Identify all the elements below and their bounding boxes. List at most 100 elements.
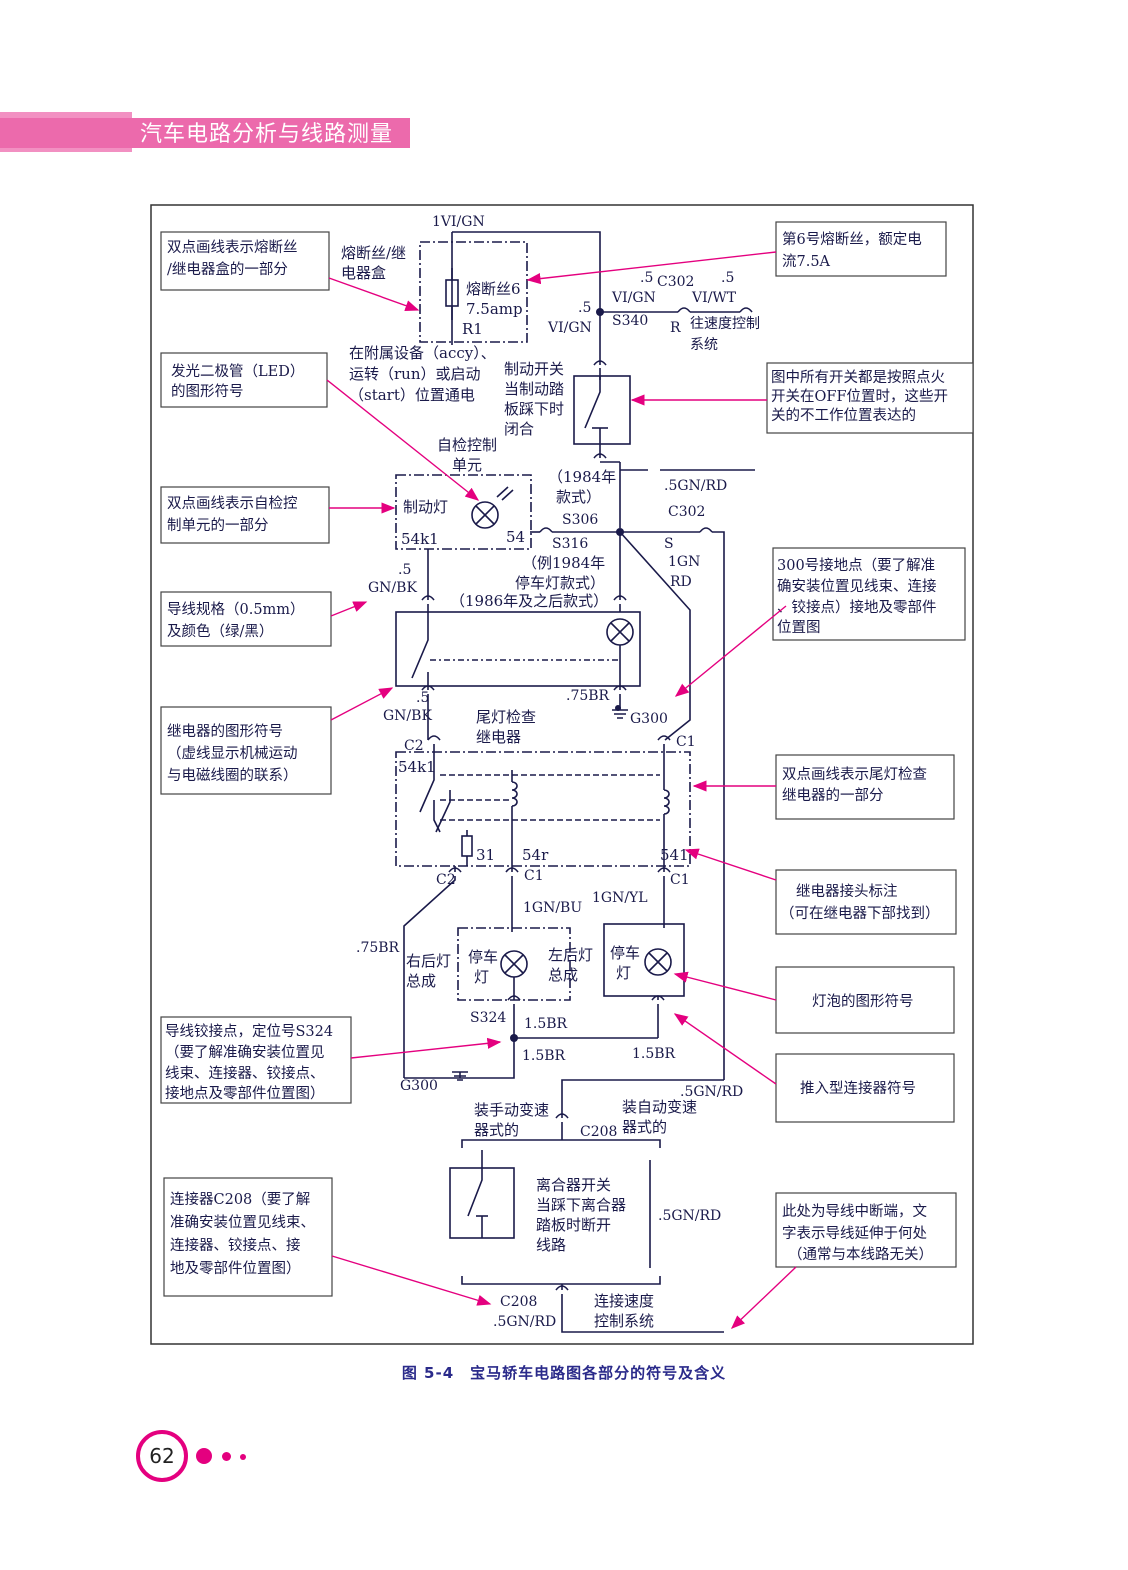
svg-text:C208: C208 — [580, 1124, 617, 1140]
svg-text:（通常与本线路无关）: （通常与本线路无关） — [788, 1246, 933, 1263]
svg-text:导线规格（0.5mm）: 导线规格（0.5mm） — [167, 601, 305, 618]
svg-text:继电器的图形符号: 继电器的图形符号 — [167, 723, 283, 740]
figure-caption: 图 5-4 宝马轿车电路图各部分的符号及含义 — [401, 1364, 727, 1382]
svg-text:与电磁线圈的联系）: 与电磁线圈的联系） — [167, 767, 298, 784]
svg-text:（虚线显示机械运动: （虚线显示机械运动 — [167, 745, 298, 762]
svg-text:制动开关: 制动开关 — [504, 360, 564, 378]
svg-text:双点画线表示尾灯检查: 双点画线表示尾灯检查 — [782, 766, 927, 783]
svg-text:54r: 54r — [522, 846, 549, 864]
svg-text:C1: C1 — [524, 868, 544, 884]
svg-text:关的不工作位置表达的: 关的不工作位置表达的 — [771, 407, 916, 424]
svg-text:双点画线表示自检控: 双点画线表示自检控 — [167, 495, 298, 512]
svg-text:右后灯: 右后灯 — [406, 952, 451, 970]
svg-text:（要了解准确安装位置见: （要了解准确安装位置见 — [165, 1044, 325, 1061]
svg-text:S324: S324 — [470, 1010, 506, 1026]
svg-text:.5GN/RD: .5GN/RD — [493, 1314, 556, 1330]
svg-text:在附属设备（accy）、: 在附属设备（accy）、 — [349, 344, 496, 362]
svg-text:准确安装位置见线束、: 准确安装位置见线束、 — [170, 1214, 315, 1231]
svg-text:.5GN/RD: .5GN/RD — [658, 1208, 721, 1224]
svg-text:流7.5A: 流7.5A — [782, 253, 831, 270]
page-dot-medium — [222, 1452, 231, 1461]
svg-text:S340: S340 — [612, 313, 648, 329]
svg-text:C1: C1 — [676, 734, 696, 750]
svg-text:器式的: 器式的 — [474, 1121, 519, 1139]
svg-text:第6号熔断丝，额定电: 第6号熔断丝，额定电 — [782, 230, 922, 248]
svg-text:R: R — [670, 320, 681, 336]
svg-text:54: 54 — [506, 528, 525, 546]
svg-text:VI/GN: VI/GN — [547, 320, 592, 336]
svg-text:541: 541 — [660, 846, 689, 864]
svg-text:控制系统: 控制系统 — [594, 1312, 654, 1330]
svg-text:左后灯: 左后灯 — [548, 946, 593, 964]
svg-text:灯泡的图形符号: 灯泡的图形符号 — [812, 993, 914, 1010]
svg-text:RD: RD — [670, 574, 692, 590]
svg-text:尾灯检查: 尾灯检查 — [476, 708, 536, 726]
annotation-boxes — [160, 221, 974, 1297]
svg-text:运转（run）或启动: 运转（run）或启动 — [349, 365, 481, 383]
svg-text:.5: .5 — [416, 690, 429, 706]
svg-text:板踩下时: 板踩下时 — [504, 400, 564, 418]
svg-text:300号接地点（要了解准: 300号接地点（要了解准 — [777, 557, 935, 574]
diagram-frame — [150, 204, 974, 1345]
svg-text:导线铰接点，定位号S324: 导线铰接点，定位号S324 — [165, 1022, 333, 1040]
svg-text:（start）位置通电: （start）位置通电 — [349, 386, 475, 404]
svg-text:装自动变速: 装自动变速 — [622, 1098, 697, 1116]
svg-text:踏板时断开: 踏板时断开 — [536, 1216, 611, 1234]
svg-text:.5GN/RD: .5GN/RD — [680, 1084, 743, 1100]
svg-text:制动灯: 制动灯 — [403, 498, 448, 516]
circuit-wires — [395, 231, 755, 1333]
svg-text:字表示导线延伸于何处: 字表示导线延伸于何处 — [782, 1225, 927, 1242]
svg-text:推入型连接器符号: 推入型连接器符号 — [800, 1080, 916, 1097]
svg-text:54k1: 54k1 — [401, 530, 439, 548]
svg-text:的图形符号: 的图形符号 — [171, 383, 244, 400]
svg-text:C1: C1 — [670, 872, 690, 888]
svg-text:1GN/BU: 1GN/BU — [523, 900, 582, 916]
svg-text:/继电器盒的一部分: /继电器盒的一部分 — [167, 261, 288, 278]
svg-text:线束、连接器、铰接点、: 线束、连接器、铰接点、 — [165, 1064, 325, 1082]
svg-text:款式）: 款式） — [556, 488, 601, 506]
svg-text:31: 31 — [476, 846, 495, 864]
svg-text:C2: C2 — [436, 872, 456, 888]
svg-text:1.5BR: 1.5BR — [522, 1048, 566, 1064]
svg-text:.75BR: .75BR — [356, 940, 400, 956]
svg-text:双点画线表示熔断丝: 双点画线表示熔断丝 — [167, 239, 298, 256]
svg-text:单元: 单元 — [452, 456, 482, 474]
page-number: 62 — [136, 1430, 188, 1482]
svg-text:VI/WT: VI/WT — [691, 290, 737, 306]
svg-text:S: S — [664, 536, 674, 552]
svg-text:当制动踏: 当制动踏 — [504, 380, 564, 398]
svg-text:.5: .5 — [578, 300, 591, 316]
svg-text:.75BR: .75BR — [566, 688, 610, 704]
svg-text:确安装位置见线束、连接: 确安装位置见线束、连接 — [777, 578, 937, 595]
svg-text:.5: .5 — [721, 270, 734, 286]
page-dot-small — [240, 1454, 246, 1460]
svg-text:图中所有开关都是按照点火: 图中所有开关都是按照点火 — [771, 369, 945, 386]
svg-text:灯: 灯 — [616, 964, 631, 982]
svg-text:S306: S306 — [562, 512, 598, 528]
svg-text:1GN: 1GN — [668, 554, 700, 570]
svg-text:继电器接头标注: 继电器接头标注 — [796, 883, 898, 900]
svg-text:线路: 线路 — [536, 1236, 566, 1254]
svg-text:（1984年: （1984年 — [548, 468, 616, 486]
svg-text:连接速度: 连接速度 — [594, 1292, 654, 1310]
svg-text:7.5amp: 7.5amp — [466, 300, 523, 318]
svg-text:此处为导线中断端，文: 此处为导线中断端，文 — [782, 1203, 927, 1220]
svg-text:熔断丝/继: 熔断丝/继 — [341, 244, 406, 262]
page-dot-large — [196, 1448, 212, 1464]
svg-text:G300: G300 — [630, 711, 668, 727]
svg-text:往速度控制: 往速度控制 — [690, 316, 760, 332]
header-bar — [0, 118, 410, 148]
svg-text:制单元的一部分: 制单元的一部分 — [167, 517, 269, 534]
svg-text:系统: 系统 — [690, 337, 718, 353]
svg-text:停车: 停车 — [468, 948, 498, 966]
svg-text:接地点及零部件位置图）: 接地点及零部件位置图） — [165, 1085, 325, 1102]
svg-text:R1: R1 — [462, 320, 483, 338]
svg-text:灯: 灯 — [474, 968, 489, 986]
svg-text:装手动变速: 装手动变速 — [474, 1101, 549, 1119]
svg-text:C302: C302 — [657, 274, 694, 290]
svg-text:（例1984年: （例1984年 — [522, 554, 605, 572]
svg-text:闭合: 闭合 — [504, 420, 534, 438]
component-labels: 熔断丝/继 电器盒 熔断丝6 7.5amp R1 在附属设备（accy）、 运转… — [341, 244, 697, 1330]
chapter-title: 汽车电路分析与线路测量 — [140, 122, 394, 147]
